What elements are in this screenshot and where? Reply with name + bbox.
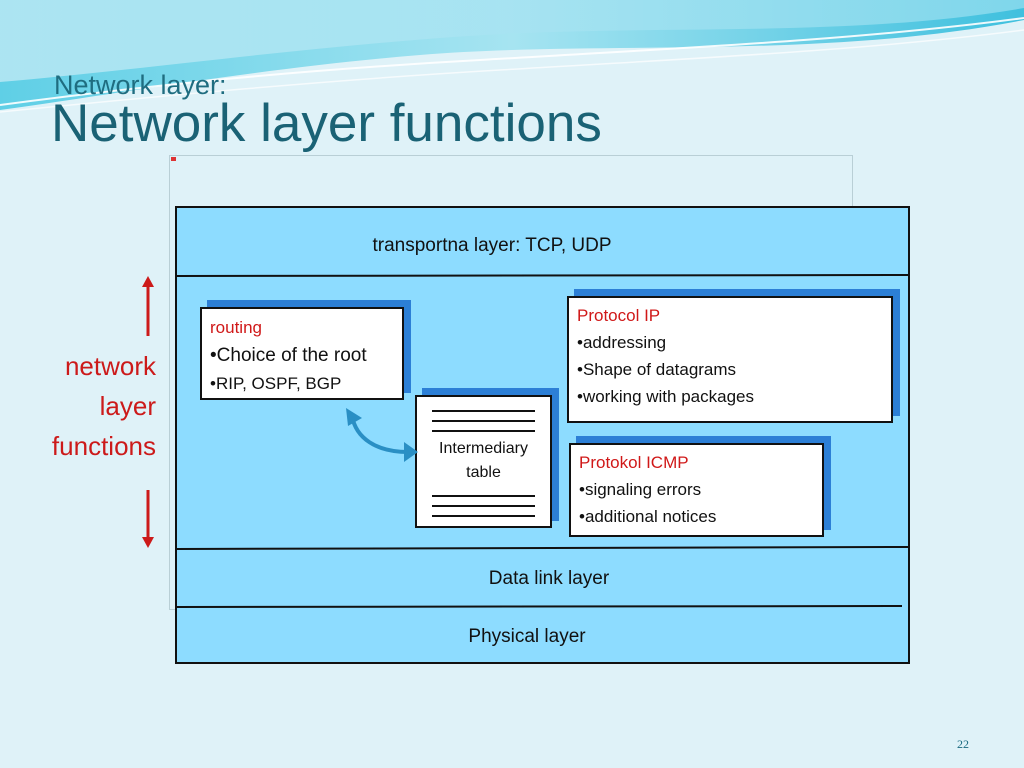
layer-dividers bbox=[176, 274, 909, 608]
arrow-up-icon bbox=[142, 276, 154, 336]
double-arrow-icon bbox=[346, 408, 418, 462]
page-number: 22 bbox=[957, 737, 969, 751]
side-label-line-1: network bbox=[64, 351, 156, 381]
table-lines-icon bbox=[432, 410, 535, 517]
arrow-down-icon bbox=[142, 490, 154, 548]
table-label-line-2: table bbox=[466, 464, 501, 481]
data-link-layer-label: Data link layer bbox=[488, 568, 610, 589]
intermediary-table-label: Intermediary table bbox=[417, 437, 550, 485]
slide-title: Network layer functions bbox=[51, 94, 602, 153]
routing-item-protocols: •RIP, OSPF, BGP bbox=[210, 374, 342, 393]
routing-item-choice-of-root: •Choice of the root bbox=[210, 345, 367, 366]
icmp-item-errors: •signaling errors bbox=[579, 480, 702, 499]
broken-image-icon bbox=[171, 157, 176, 161]
protocol-ip-heading: Protocol IP bbox=[577, 306, 661, 325]
layer-stack-diagram: transportna layer: TCP, UDP Data link la… bbox=[175, 206, 910, 664]
slide-subtitle: Network layer: bbox=[54, 70, 227, 100]
ip-item-addressing: •addressing bbox=[577, 333, 667, 352]
side-label-line-3: functions bbox=[51, 431, 156, 461]
header-waves-decoration bbox=[0, 0, 1024, 120]
ip-item-datagrams: •Shape of datagrams bbox=[577, 360, 737, 379]
protocol-icmp-heading: Protokol ICMP bbox=[579, 453, 689, 472]
icmp-item-notices: •additional notices bbox=[579, 507, 717, 526]
intermediary-table-box: Intermediary table bbox=[415, 395, 552, 528]
routing-heading: routing bbox=[210, 318, 262, 337]
side-label-line-2: layer bbox=[99, 391, 156, 421]
routing-box: routing •Choice of the root •RIP, OSPF, … bbox=[200, 307, 404, 400]
protocol-ip-box: Protocol IP •addressing •Shape of datagr… bbox=[567, 296, 893, 423]
transport-layer-label: transportna layer: TCP, UDP bbox=[372, 235, 612, 256]
physical-layer-label: Physical layer bbox=[468, 626, 586, 647]
table-label-line-1: Intermediary bbox=[439, 440, 528, 457]
ip-item-packages: •working with packages bbox=[577, 387, 754, 406]
protocol-icmp-box: Protokol ICMP •signaling errors •additio… bbox=[569, 443, 824, 537]
network-layer-functions-label: network layer functions bbox=[52, 346, 156, 466]
